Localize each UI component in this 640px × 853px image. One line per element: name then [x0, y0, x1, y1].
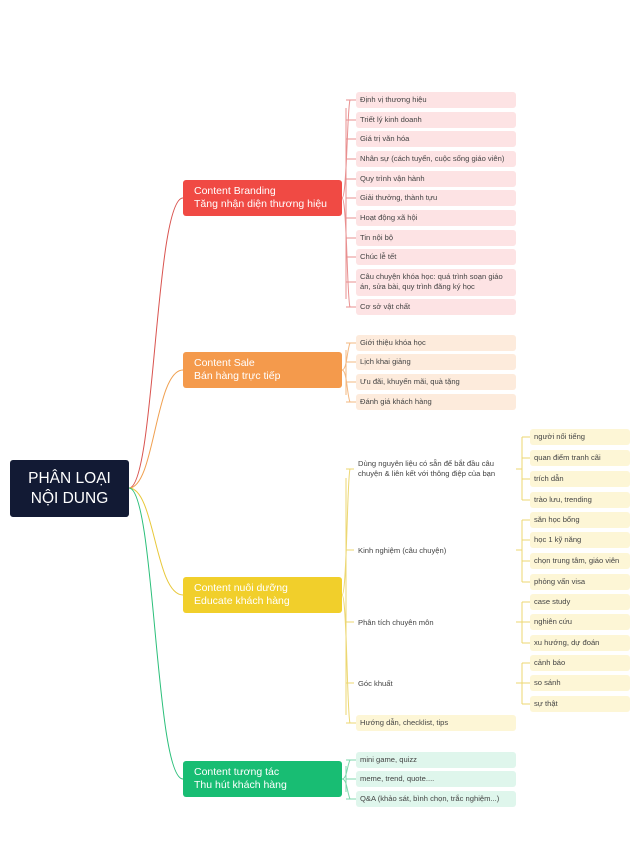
leaf-sale[interactable]: Giới thiệu khóa học	[356, 335, 516, 351]
leaf-nurture[interactable]: phỏng vấn visa	[530, 574, 630, 590]
leaf-nurture[interactable]: học 1 kỹ năng	[530, 532, 630, 548]
leaf-sale[interactable]: Lịch khai giảng	[356, 354, 516, 370]
leaf-sale[interactable]: Đánh giá khách hàng	[356, 394, 516, 410]
link-root-sale	[128, 369, 184, 489]
link-root-branding	[128, 197, 184, 489]
leaf-branding[interactable]: Giá trị văn hóa	[356, 131, 516, 147]
leaf-nurture[interactable]: xu hướng, dự đoán	[530, 635, 630, 651]
nurture-sub-topic[interactable]: Hướng dẫn, checklist, tips	[356, 715, 516, 731]
leaf-branding[interactable]: Quy trình vận hành	[356, 171, 516, 187]
leaf-engage[interactable]: meme, trend, quote....	[356, 771, 516, 787]
branch-sale-title: Content Sale	[194, 357, 255, 369]
leaf-sale[interactable]: Ưu đãi, khuyến mãi, quà tặng	[356, 374, 516, 390]
leaf-branding[interactable]: Tin nội bộ	[356, 230, 516, 246]
leaf-engage[interactable]: mini game, quizz	[356, 752, 516, 768]
root-title-line1: PHÂN LOẠI	[28, 469, 111, 487]
leaf-branding[interactable]: Giải thưởng, thành tựu	[356, 190, 516, 206]
leaf-branding[interactable]: Triết lý kinh doanh	[356, 112, 516, 128]
branch-nurture-subtitle: Educate khách hàng	[194, 595, 290, 607]
sale-links	[341, 342, 356, 403]
leaf-branding[interactable]: Nhân sự (cách tuyển, cuộc sống giáo viên…	[356, 151, 516, 167]
engage-links	[341, 759, 356, 800]
leaf-nurture[interactable]: sự thật	[530, 696, 630, 712]
branch-branding-title: Content Branding	[194, 185, 276, 197]
leaf-nurture[interactable]: quan điểm tranh cãi	[530, 450, 630, 466]
leaf-engage[interactable]: Q&A (khảo sát, bình chọn, trắc nghiệm...…	[356, 791, 516, 807]
branch-engage-title: Content tương tác	[194, 766, 280, 778]
branch-sale[interactable]: Content Sale Bán hàng trực tiếp	[183, 352, 342, 388]
link-root-nurture	[128, 487, 184, 596]
leaf-branding[interactable]: Câu chuyện khóa học: quá trình soạn giáo…	[356, 269, 516, 296]
leaf-branding[interactable]: Cơ sở vật chất	[356, 299, 516, 315]
leaf-nurture[interactable]: săn học bổng	[530, 512, 630, 528]
branch-branding-subtitle: Tăng nhận diện thương hiệu	[194, 198, 328, 210]
nurture-sub-topic[interactable]: Góc khuất	[354, 677, 414, 691]
branch-engage-subtitle: Thu hút khách hàng	[194, 779, 287, 791]
leaf-branding[interactable]: Định vị thương hiệu	[356, 92, 516, 108]
branding-links	[341, 99, 356, 308]
branch-nurture[interactable]: Content nuôi dưỡng Educate khách hàng	[183, 577, 342, 613]
leaf-nurture[interactable]: trích dẫn	[530, 471, 630, 487]
leaf-nurture[interactable]: case study	[530, 594, 630, 610]
branch-branding[interactable]: Content Branding Tăng nhận diện thương h…	[183, 180, 342, 216]
branch-engage[interactable]: Content tương tác Thu hút khách hàng	[183, 761, 342, 797]
leaf-branding[interactable]: Chúc lễ tết	[356, 249, 516, 265]
branch-nurture-title: Content nuôi dưỡng	[194, 582, 288, 594]
leaf-nurture[interactable]: nghiên cứu	[530, 614, 630, 630]
leaf-nurture[interactable]: trào lưu, trending	[530, 492, 630, 508]
leaf-nurture[interactable]: so sánh	[530, 675, 630, 691]
leaf-branding[interactable]: Hoạt động xã hội	[356, 210, 516, 226]
leaf-nurture[interactable]: chọn trung tâm, giáo viên	[530, 553, 630, 569]
nurture-sub-topic[interactable]: Phân tích chuyên môn	[354, 616, 454, 630]
root-title-line2: NỘI DUNG	[30, 489, 109, 507]
nurture-sub-topic[interactable]: Kinh nghiệm (câu chuyện)	[354, 544, 474, 558]
leaf-nurture[interactable]: người nổi tiếng	[530, 429, 630, 445]
root-node[interactable]: PHÂN LOẠI NỘI DUNG	[10, 460, 129, 517]
nurture-sub-topic[interactable]: Dùng nguyên liệu có sẵn để bắt đầu câu c…	[354, 457, 516, 482]
leaf-nurture[interactable]: cảnh báo	[530, 655, 630, 671]
branch-sale-subtitle: Bán hàng trực tiếp	[194, 370, 281, 382]
link-root-engage	[128, 487, 184, 780]
